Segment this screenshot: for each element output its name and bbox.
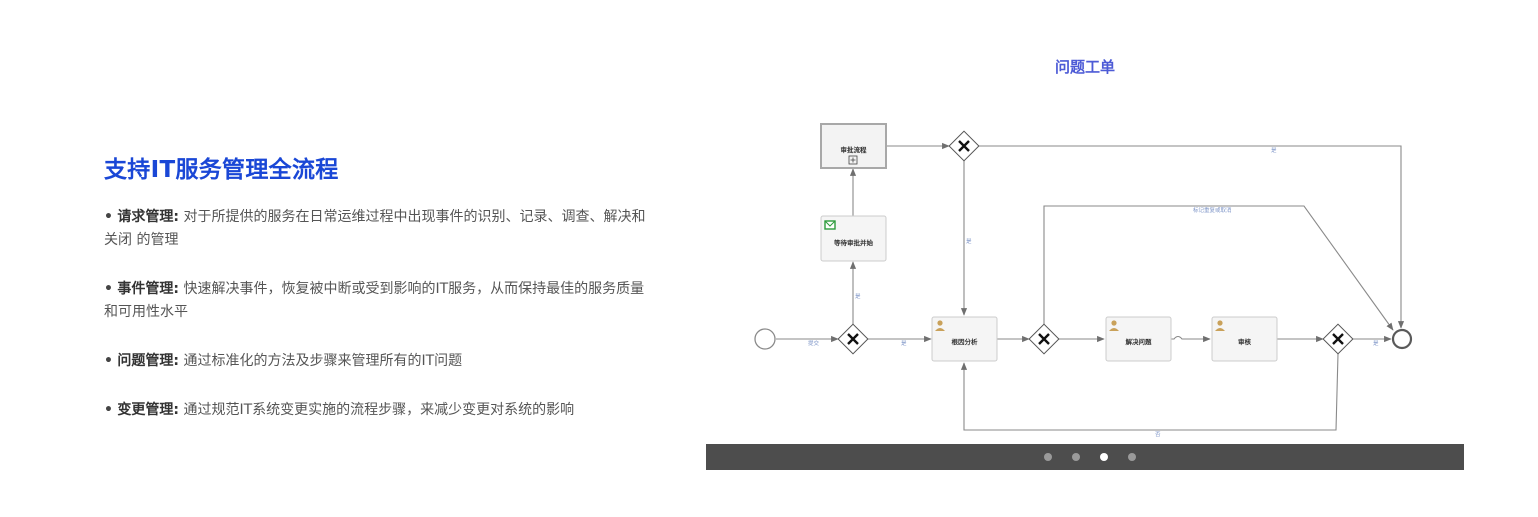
user-icon — [1109, 320, 1119, 331]
node-label: 解决问题 — [1126, 337, 1153, 346]
carousel-dot-4[interactable] — [1128, 453, 1136, 461]
node-review: 审核 — [1211, 316, 1278, 362]
node-label: 根因分析 — [952, 337, 979, 346]
mail-icon — [824, 220, 836, 230]
edge-label-mark-duplicate: 标记重复或取消 — [1193, 206, 1232, 214]
node-label: 审核 — [1238, 337, 1252, 346]
gateway-2 — [1028, 323, 1060, 355]
bullet: • — [104, 281, 113, 297]
edge-solve-to-review — [1171, 335, 1211, 343]
feature-term: 请求管理: — [117, 209, 180, 225]
feature-term: 变更管理: — [117, 402, 180, 418]
edge-gateway2-to-end-duplicate — [1043, 205, 1394, 331]
gateway-top — [948, 130, 980, 162]
node-solve-problem: 解决问题 — [1105, 316, 1172, 362]
feature-text: 对于所提供的服务在日常运维过程中出现事件的识别、记录、调查、解决和关闭 的管理 — [104, 209, 646, 248]
feature-problem-management: • 问题管理: 通过标准化的方法及步骤来管理所有的IT问题 — [104, 350, 649, 373]
node-root-cause: 根因分析 — [931, 316, 998, 362]
carousel-dot-3[interactable] — [1100, 453, 1108, 461]
feature-text: 通过规范IT系统变更实施的流程步骤，来减少变更对系统的影响 — [183, 402, 575, 418]
edge-label-yes: 是 — [1271, 147, 1277, 154]
problem-ticket-workflow-diagram: 审批流程 等待审批并始 根因分析 解决问题 审核 — [754, 123, 1413, 438]
edge-label-yes: 是 — [1373, 340, 1379, 347]
feature-text: 通过标准化的方法及步骤来管理所有的IT问题 — [183, 353, 463, 369]
expand-icon — [848, 155, 858, 165]
feature-panel: 支持IT服务管理全流程 • 请求管理: 对于所提供的服务在日常运维过程中出现事件… — [104, 150, 649, 448]
diagram-title: 问题工单 — [1054, 58, 1115, 76]
user-icon — [1215, 320, 1225, 331]
edge-label-submit: 提交 — [808, 339, 820, 347]
carousel-dot-2[interactable] — [1072, 453, 1080, 461]
node-label: 审批流程 — [841, 145, 868, 154]
bullet: • — [104, 353, 113, 369]
edge-gateway-top-to-end — [979, 145, 1405, 329]
edge-label-yes: 是 — [901, 340, 907, 347]
feature-term: 事件管理: — [117, 281, 180, 297]
carousel-pagination — [706, 444, 1464, 470]
user-icon — [935, 320, 945, 331]
gateway-3 — [1322, 323, 1354, 355]
node-label: 等待审批并始 — [833, 238, 874, 247]
feature-term: 问题管理: — [117, 353, 180, 369]
node-wait-approval: 等待审批并始 — [820, 215, 887, 262]
edge-label-yes: 是 — [966, 238, 972, 245]
feature-request-management: • 请求管理: 对于所提供的服务在日常运维过程中出现事件的识别、记录、调查、解决… — [104, 206, 649, 252]
section-title: 支持IT服务管理全流程 — [104, 157, 339, 183]
end-event — [1391, 328, 1413, 350]
bullet: • — [104, 209, 113, 225]
bullet: • — [104, 402, 113, 418]
feature-text: 快速解决事件，恢复被中断或受到影响的IT服务，从而保持最佳的服务质量和可用性水平 — [104, 281, 645, 320]
edge-label-no: 否 — [1155, 431, 1161, 438]
start-event — [754, 328, 776, 350]
node-approval-flow: 审批流程 — [820, 123, 887, 169]
carousel-dot-1[interactable] — [1044, 453, 1052, 461]
gateway-1 — [837, 323, 869, 355]
edge-label-yes: 是 — [855, 293, 861, 300]
feature-change-management: • 变更管理: 通过规范IT系统变更实施的流程步骤，来减少变更对系统的影响 — [104, 399, 649, 422]
edge-gateway3-to-root-cause — [960, 353, 1339, 431]
feature-incident-management: • 事件管理: 快速解决事件，恢复被中断或受到影响的IT服务，从而保持最佳的服务… — [104, 278, 649, 324]
